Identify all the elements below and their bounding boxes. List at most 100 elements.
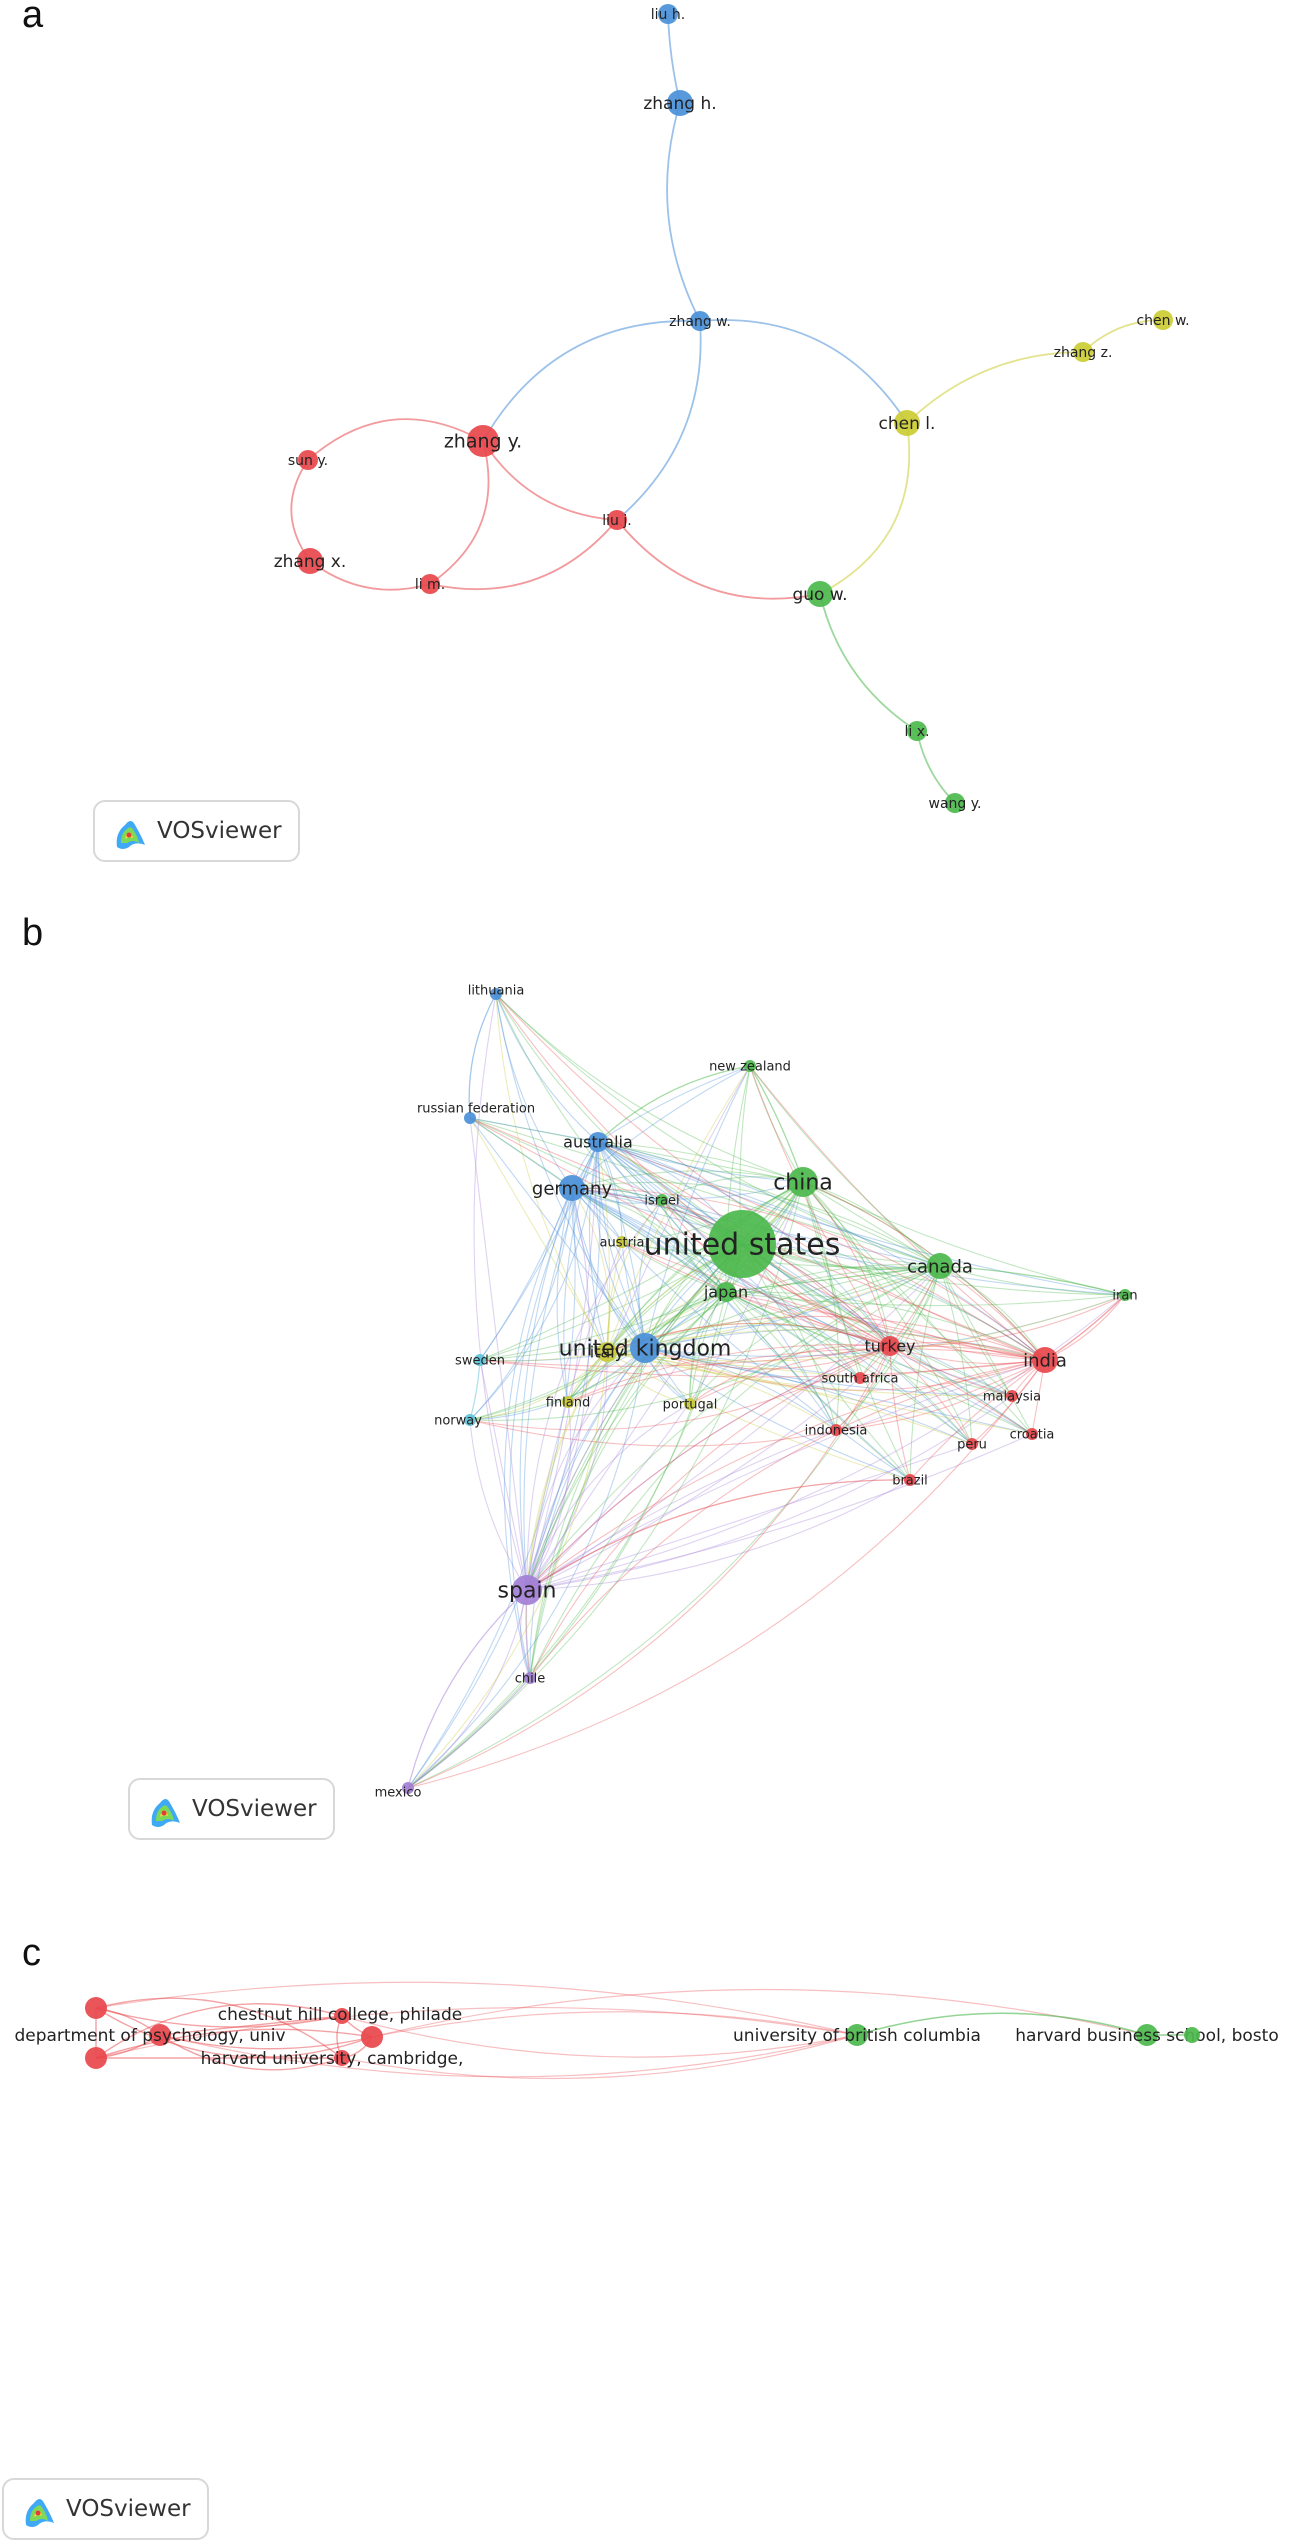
- network-node[interactable]: south africa: [821, 1372, 898, 1387]
- network-link: [606, 1241, 623, 1353]
- node-circle: [464, 1112, 476, 1124]
- network-node[interactable]: sweden: [455, 1354, 505, 1369]
- network-link: [749, 1065, 804, 1183]
- network-node[interactable]: chen l.: [879, 410, 936, 436]
- network-node[interactable]: turkey: [865, 1336, 916, 1356]
- network-node[interactable]: mexico: [375, 1782, 422, 1801]
- network-node[interactable]: croatia: [1010, 1428, 1055, 1443]
- network-node[interactable]: india: [1023, 1347, 1067, 1373]
- network-node[interactable]: zhang h.: [643, 90, 717, 116]
- network-link: [563, 1141, 599, 1403]
- network-node[interactable]: chen w.: [1136, 310, 1190, 330]
- network-link: [95, 2006, 858, 2059]
- network-node[interactable]: united states: [644, 1210, 841, 1278]
- node-circle: [474, 1354, 486, 1366]
- network-node[interactable]: germany: [532, 1175, 613, 1201]
- network-link: [741, 1243, 973, 1445]
- network-node[interactable]: zhang x.: [274, 548, 347, 574]
- network-node[interactable]: guo w.: [792, 581, 848, 607]
- vosviewer-logo-text: VOSviewer: [66, 2496, 191, 2522]
- network-link: [95, 1997, 343, 2059]
- node-circle: [467, 425, 499, 457]
- network-link: [571, 1065, 751, 1189]
- network-node[interactable]: iran: [1112, 1289, 1137, 1304]
- network-node[interactable]: japan: [703, 1282, 748, 1302]
- network-link: [469, 1187, 573, 1421]
- network-node[interactable]: [85, 1997, 107, 2019]
- network-link: [526, 1433, 1033, 1591]
- network-link: [407, 1351, 608, 1789]
- network-node[interactable]: liu h.: [651, 4, 685, 24]
- network-link: [526, 1403, 691, 1591]
- network-node[interactable]: italy: [590, 1342, 624, 1362]
- network-link: [597, 1141, 804, 1183]
- network-link: [526, 1241, 623, 1591]
- network-link: [407, 1291, 727, 1789]
- network-node[interactable]: peru: [957, 1438, 987, 1453]
- network-node[interactable]: lithuania: [468, 984, 525, 1000]
- network-node[interactable]: [1184, 2027, 1200, 2043]
- network-node[interactable]: li x.: [905, 721, 930, 741]
- network-node[interactable]: harvard business school, bosto: [1015, 2024, 1279, 2046]
- network-node[interactable]: united kingdom: [559, 1333, 732, 1363]
- network-link: [661, 1199, 727, 1293]
- network-node[interactable]: department of psychology, univ: [14, 2024, 286, 2046]
- network-link: [644, 1347, 1046, 1391]
- node-label: russian federation: [417, 1102, 535, 1117]
- network-link: [661, 1199, 941, 1270]
- network-link: [909, 1265, 941, 1481]
- network-link: [597, 1141, 727, 1293]
- network-node[interactable]: chile: [515, 1672, 546, 1687]
- network-node[interactable]: sun y.: [288, 450, 328, 470]
- node-circle: [904, 1474, 916, 1486]
- network-link: [526, 1443, 973, 1591]
- node-circle: [1032, 1347, 1058, 1373]
- vosviewer-logo-text: VOSviewer: [192, 1796, 317, 1822]
- network-link: [526, 1395, 1013, 1591]
- network-node[interactable]: norway: [434, 1414, 482, 1429]
- network-node[interactable]: brazil: [892, 1474, 928, 1489]
- network-node[interactable]: [361, 2026, 383, 2048]
- network-node[interactable]: zhang y.: [444, 425, 522, 457]
- network-link: [479, 1347, 646, 1362]
- network-node[interactable]: chestnut hill college, philade: [218, 2005, 462, 2025]
- network-node[interactable]: australia: [563, 1132, 633, 1152]
- network-link: [523, 1141, 599, 1591]
- node-label: indonesia: [805, 1424, 868, 1439]
- network-node[interactable]: russian federation: [417, 1102, 535, 1124]
- network-node[interactable]: harvard university, cambridge,: [201, 2049, 464, 2069]
- network-node[interactable]: [85, 2047, 107, 2069]
- network-link: [159, 2034, 373, 2050]
- network-node[interactable]: spain: [498, 1575, 557, 1605]
- network-node[interactable]: wang y.: [929, 793, 982, 813]
- network-node[interactable]: zhang z.: [1054, 342, 1113, 362]
- network-node[interactable]: china: [773, 1167, 833, 1197]
- network-node[interactable]: zhang w.: [669, 311, 731, 331]
- network-node[interactable]: new zealand: [709, 1060, 791, 1075]
- network-node[interactable]: finland: [546, 1396, 591, 1411]
- network-link: [95, 2007, 373, 2058]
- network-node[interactable]: university of british columbia: [733, 2024, 981, 2046]
- network-link: [407, 1187, 576, 1789]
- network-link: [835, 1359, 1046, 1431]
- vosviewer-logo: VOSviewer: [2, 2478, 209, 2540]
- network-node[interactable]: indonesia: [805, 1424, 868, 1439]
- network-link: [835, 1265, 941, 1431]
- network-link: [526, 1187, 590, 1591]
- network-link: [597, 1141, 1126, 1296]
- network-node[interactable]: canada: [907, 1253, 973, 1279]
- network-link: [889, 1341, 1046, 1361]
- network-link: [571, 1187, 646, 1349]
- network-node[interactable]: austria: [600, 1236, 645, 1251]
- network-node[interactable]: li m.: [415, 574, 445, 594]
- coauthor-network-graph: liu h. zhang h. zhang w. chen w. zhang z. che…: [274, 4, 1190, 813]
- network-link: [725, 1291, 1126, 1307]
- network-node[interactable]: malaysia: [983, 1390, 1041, 1405]
- network-node[interactable]: liu j.: [602, 510, 632, 530]
- network-link: [469, 1141, 599, 1421]
- network-node[interactable]: portugal: [663, 1398, 718, 1413]
- network-link: [407, 1141, 601, 1789]
- network-link: [407, 1589, 528, 1789]
- network-node[interactable]: israel: [644, 1194, 679, 1209]
- network-link: [699, 319, 908, 424]
